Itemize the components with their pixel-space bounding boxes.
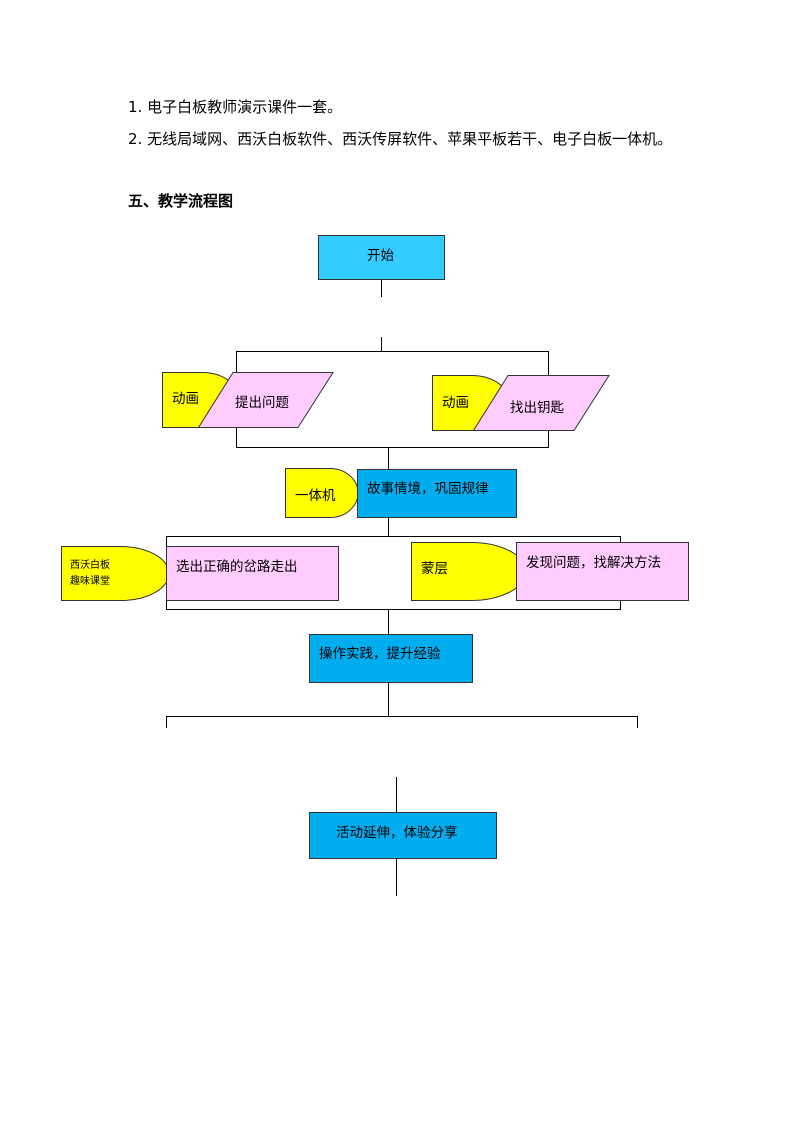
left-media-label: 动画 xyxy=(172,391,199,407)
connector-line xyxy=(396,777,397,812)
left-step-label: 提出问题 xyxy=(235,395,289,411)
start-label: 开始 xyxy=(367,248,394,264)
branch-line xyxy=(236,351,237,373)
branch-line xyxy=(166,536,621,537)
left-tool-label: 西沃白板 趣味课堂 xyxy=(70,558,110,590)
extend-box: 活动延伸，体验分享 xyxy=(309,812,497,859)
branch-line xyxy=(166,609,621,610)
left-task-box: 选出正确的岔路走出 xyxy=(166,546,339,601)
branch-line xyxy=(166,716,167,728)
device-label: 一体机 xyxy=(295,488,336,504)
start-box: 开始 xyxy=(318,235,445,280)
practice-box: 操作实践，提升经验 xyxy=(309,634,473,683)
extend-label: 活动延伸，体验分享 xyxy=(336,825,458,841)
right-tool-label: 蒙层 xyxy=(421,561,448,577)
connector-line xyxy=(381,337,382,352)
branch-line xyxy=(236,447,549,448)
story-label: 故事情境，巩固规律 xyxy=(367,481,489,497)
connector-line xyxy=(388,447,389,469)
materials-item-1: 1. 电子白板教师演示课件一套。 xyxy=(128,98,343,116)
branch-line xyxy=(548,430,549,447)
right-task-label: 发现问题，找解决方法 xyxy=(526,555,661,571)
connector-line xyxy=(396,859,397,896)
left-tool-line-2: 趣味课堂 xyxy=(70,576,110,587)
branch-line xyxy=(637,716,638,728)
left-task-label: 选出正确的岔路走出 xyxy=(176,559,298,575)
branch-line xyxy=(548,351,549,376)
connector-line xyxy=(388,683,389,716)
connector-line xyxy=(388,609,389,634)
right-task-box: 发现问题，找解决方法 xyxy=(516,542,689,601)
section-heading: 五、教学流程图 xyxy=(128,192,234,210)
right-step-label: 找出钥匙 xyxy=(510,400,564,416)
step-parallelogram xyxy=(472,375,610,431)
story-box: 故事情境，巩固规律 xyxy=(357,469,517,518)
practice-label: 操作实践，提升经验 xyxy=(319,646,441,662)
branch-line xyxy=(236,351,549,352)
right-media-label: 动画 xyxy=(442,395,469,411)
connector-line xyxy=(388,518,389,536)
connector-line xyxy=(381,280,382,297)
materials-item-2: 2. 无线局域网、西沃白板软件、西沃传屏软件、苹果平板若干、电子白板一体机。 xyxy=(128,130,673,148)
step-parallelogram xyxy=(197,372,334,428)
branch-line xyxy=(166,716,638,717)
branch-line xyxy=(236,427,237,447)
left-tool-line-1: 西沃白板 xyxy=(70,560,110,571)
